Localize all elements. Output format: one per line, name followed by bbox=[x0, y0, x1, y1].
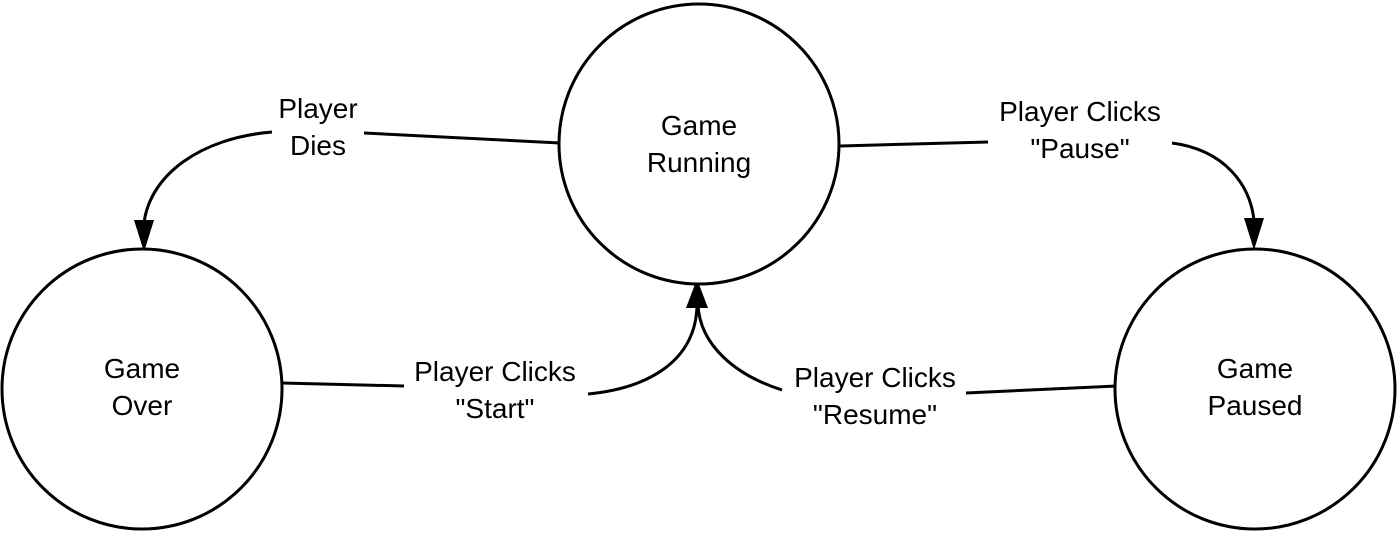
state-game-paused-label-line1: Game bbox=[1217, 353, 1293, 384]
label-player-clicks-resume-line2: "Resume" bbox=[813, 399, 937, 430]
label-player-clicks-resume: Player Clicks "Resume" bbox=[794, 362, 956, 430]
label-player-clicks-pause-line1: Player Clicks bbox=[999, 96, 1161, 127]
label-player-clicks-pause: Player Clicks "Pause" bbox=[999, 96, 1161, 164]
transition-dies-line bbox=[363, 131, 561, 145]
transition-dies-curve bbox=[142, 130, 273, 224]
transition-pause-line bbox=[839, 140, 989, 148]
transition-pause bbox=[839, 140, 1264, 250]
transition-start-curve bbox=[587, 304, 699, 396]
label-player-dies: Player Dies bbox=[278, 93, 357, 161]
label-player-clicks-start-line2: "Start" bbox=[455, 393, 534, 424]
transition-pause-curve bbox=[1171, 141, 1256, 221]
state-game-over-label-line1: Game bbox=[104, 353, 180, 384]
state-game-paused: Game Paused bbox=[1113, 247, 1397, 531]
label-player-dies-line2: Dies bbox=[290, 130, 346, 161]
state-game-over-circle bbox=[0, 247, 284, 531]
state-game-running-label-line2: Running bbox=[647, 147, 751, 178]
transition-pause-arrowhead bbox=[1244, 218, 1264, 250]
label-player-dies-line1: Player bbox=[278, 93, 357, 124]
transition-dies bbox=[134, 130, 561, 252]
transition-start bbox=[281, 279, 708, 396]
transition-start-arrowhead bbox=[686, 279, 708, 308]
state-game-running-circle bbox=[557, 2, 841, 286]
label-player-clicks-start-line1: Player Clicks bbox=[414, 356, 576, 387]
label-player-clicks-start: Player Clicks "Start" bbox=[414, 356, 576, 424]
label-player-clicks-resume-line1: Player Clicks bbox=[794, 362, 956, 393]
transition-resume bbox=[696, 304, 1118, 395]
transition-resume-curve bbox=[696, 304, 783, 392]
state-game-paused-label-line2: Paused bbox=[1208, 390, 1303, 421]
state-game-paused-circle bbox=[1113, 247, 1397, 531]
state-game-running-label-line1: Game bbox=[661, 110, 737, 141]
state-game-over: Game Over bbox=[0, 247, 284, 531]
state-game-over-label-line2: Over bbox=[112, 390, 173, 421]
transition-dies-arrowhead bbox=[134, 220, 154, 252]
state-game-running: Game Running bbox=[557, 2, 841, 286]
transition-start-line bbox=[281, 381, 405, 388]
transition-resume-line bbox=[965, 384, 1118, 395]
label-player-clicks-pause-line2: "Pause" bbox=[1030, 133, 1129, 164]
